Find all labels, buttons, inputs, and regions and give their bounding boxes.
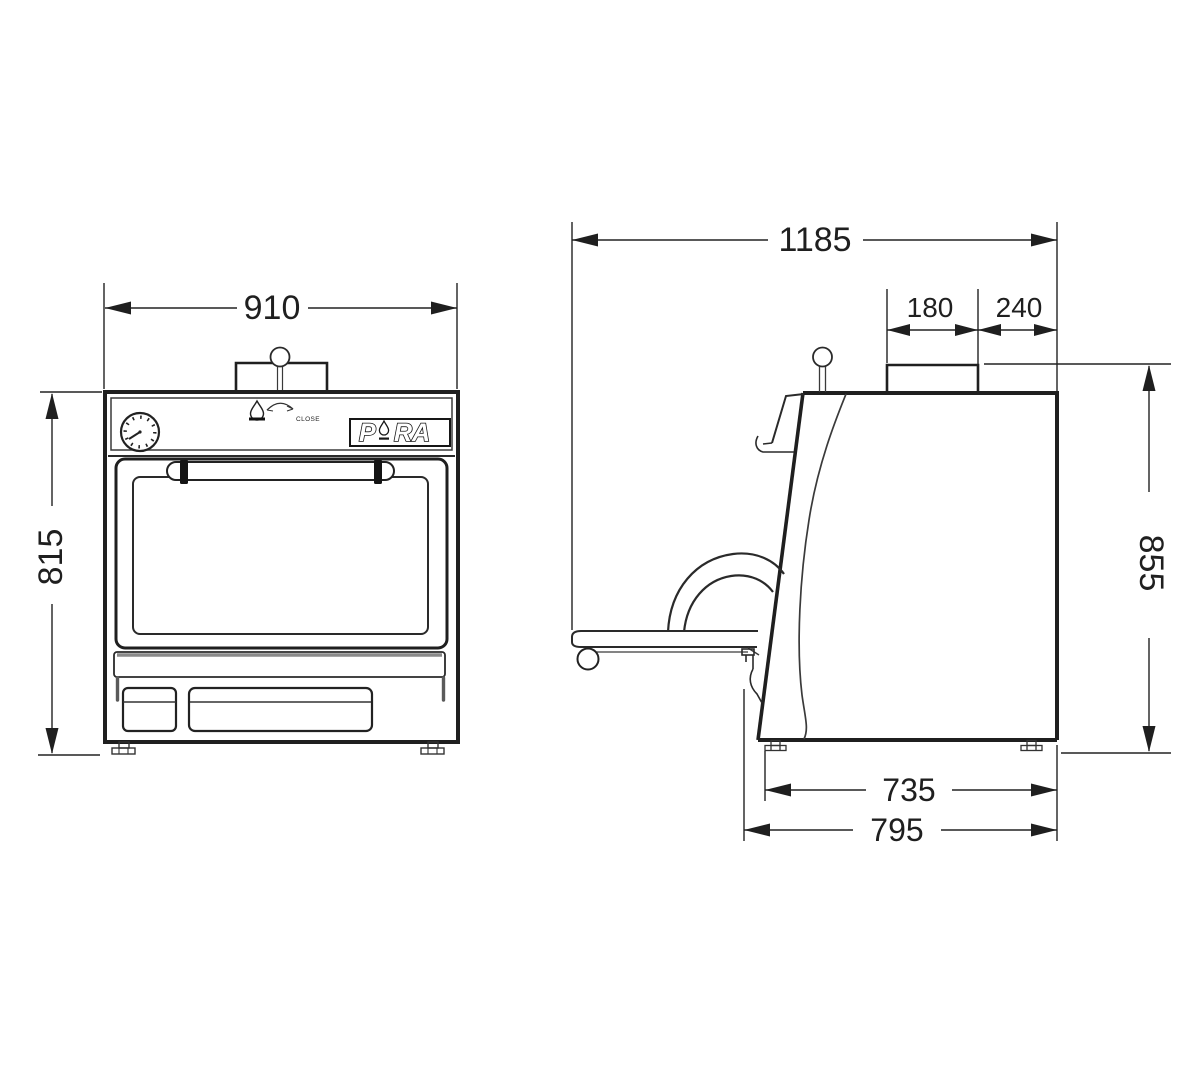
- handle-bracket-right: [374, 460, 382, 484]
- side-front-slant: [756, 392, 805, 741]
- dim-label-910: 910: [244, 289, 301, 327]
- front-view: CLOSE P RA: [32, 283, 460, 756]
- dim-label-735: 735: [882, 772, 935, 808]
- dim-front-width: 910: [103, 283, 458, 389]
- side-inner-profile: [798, 393, 847, 740]
- side-foot-back: [1020, 739, 1043, 752]
- door-latch: [741, 648, 763, 704]
- logo-letters-ra: RA: [394, 419, 430, 447]
- side-body-outline: [756, 391, 1059, 742]
- front-body-outline: [103, 390, 460, 744]
- handle-bracket-left: [180, 460, 188, 484]
- tray-caster-wheel: [576, 647, 600, 671]
- pira-logo: P RA: [349, 418, 451, 448]
- dim-overall-depth: 1185: [571, 221, 1058, 630]
- dim-side-height: 855: [984, 363, 1171, 754]
- logo-flame-icon: [378, 419, 390, 436]
- front-chimney: [234, 346, 329, 392]
- door-window: [132, 476, 429, 635]
- temperature-gauge: [119, 411, 161, 453]
- side-foot-front: [764, 739, 787, 752]
- dim-base-795: 795: [743, 689, 1058, 848]
- small-drawer: [121, 686, 178, 733]
- lever-knob: [812, 346, 833, 368]
- logo-letter-p: P: [359, 419, 376, 447]
- flame-icon: [249, 399, 265, 421]
- side-tray: [571, 630, 760, 671]
- front-foot-right: [420, 741, 445, 755]
- oven-door: [114, 457, 449, 650]
- ash-drawer: [187, 686, 374, 733]
- flue-lever: [812, 346, 833, 392]
- dim-label-795: 795: [870, 812, 923, 848]
- door-handle: [166, 461, 395, 481]
- dim-label-240: 240: [996, 292, 1043, 323]
- damper-knob: [269, 346, 291, 368]
- dim-label-855: 855: [1132, 535, 1170, 592]
- front-control-panel: CLOSE P RA: [108, 397, 455, 457]
- damper-close-label: CLOSE: [296, 416, 320, 423]
- dim-chimney: 180 240: [886, 289, 1057, 387]
- side-chimney: [885, 363, 980, 393]
- side-view: 1185 180 240 855: [571, 221, 1171, 848]
- front-lower-section: [111, 651, 446, 755]
- dim-label-1185: 1185: [778, 221, 851, 259]
- side-control-panel: [755, 393, 805, 453]
- front-ledge: [113, 651, 446, 678]
- dim-front-height: 815: [32, 391, 102, 756]
- damper-indicator: CLOSE: [249, 399, 320, 423]
- dim-label-180: 180: [907, 292, 954, 323]
- dim-label-815: 815: [32, 529, 70, 586]
- side-door-handle: [666, 552, 785, 633]
- front-foot-left: [111, 741, 136, 755]
- dim-base-735: 735: [764, 751, 1057, 808]
